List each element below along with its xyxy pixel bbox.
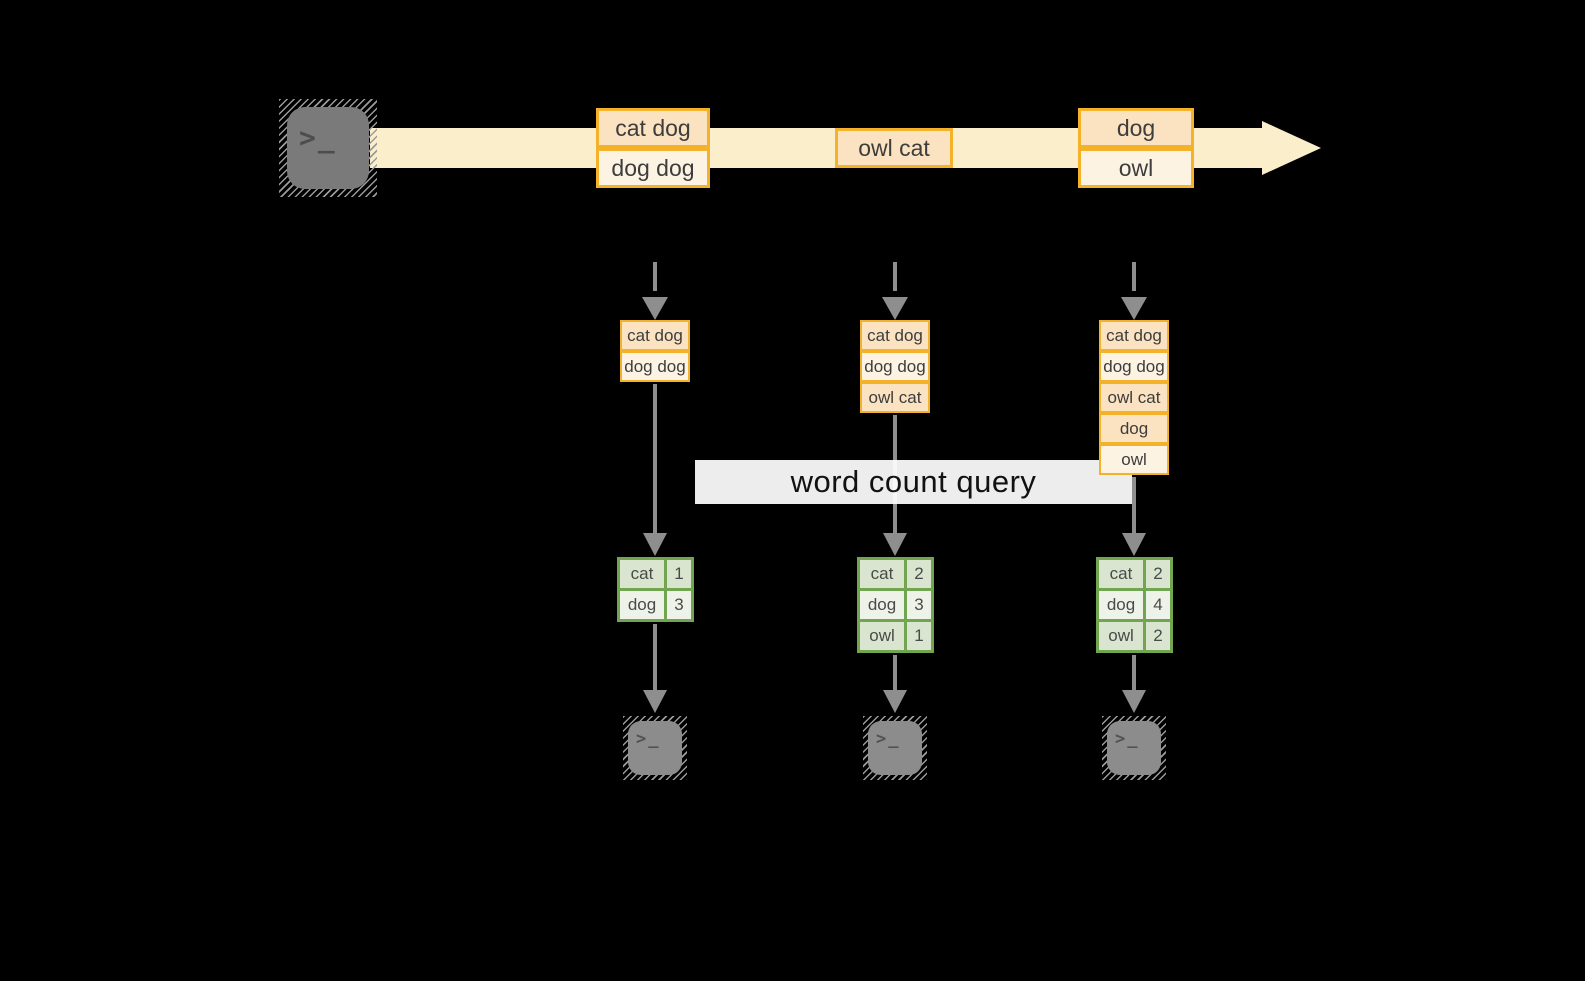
terminal-body (868, 721, 922, 775)
stack-record: owl cat (860, 382, 930, 413)
query-arrow-3 (1122, 477, 1146, 556)
record-stack-3: cat dog dog dog owl cat dog owl (1099, 320, 1169, 475)
count-cell: 3 (667, 591, 691, 619)
terminal-prompt-glyph: >_ (876, 729, 901, 749)
record-stack-1: cat dog dog dog (620, 320, 690, 382)
sink-terminal-icon-1: >_ (623, 716, 687, 780)
stack-record: dog dog (620, 351, 690, 382)
count-cell: 2 (1146, 622, 1170, 650)
word-cell: cat (620, 560, 664, 588)
word-cell: owl (860, 622, 904, 650)
banner-label: word count query (790, 464, 1037, 499)
stack-record: dog (1099, 413, 1169, 444)
ingest-arrow-2 (882, 262, 908, 320)
query-arrow-1 (643, 384, 667, 556)
stack-record: cat dog (620, 320, 690, 351)
word-cell: dog (1099, 591, 1143, 619)
stream-record: cat dog (596, 108, 710, 148)
terminal-prompt-glyph: >_ (299, 121, 337, 154)
record-stack-2: cat dog dog dog owl cat (860, 320, 930, 413)
word-cell: dog (620, 591, 664, 619)
stream-record-batch-3: dog owl (1078, 108, 1194, 188)
terminal-prompt-glyph: >_ (1115, 729, 1140, 749)
stack-record: dog dog (1099, 351, 1169, 382)
stack-record: cat dog (1099, 320, 1169, 351)
stack-record: owl (1099, 444, 1169, 475)
word-cell: owl (1099, 622, 1143, 650)
word-cell: dog (860, 591, 904, 619)
terminal-body (628, 721, 682, 775)
word-count-table-3: cat 2 dog 4 owl 2 (1096, 557, 1173, 653)
stream-record-batch-1: cat dog dog dog (596, 108, 710, 188)
terminal-body (287, 107, 369, 189)
ingest-arrow-1 (642, 262, 668, 320)
terminal-body (1107, 721, 1161, 775)
stream-record: dog dog (596, 148, 710, 188)
count-cell: 2 (1146, 560, 1170, 588)
word-cell: cat (860, 560, 904, 588)
stack-record: owl cat (1099, 382, 1169, 413)
word-count-table-1: cat 1 dog 3 (617, 557, 694, 622)
source-terminal-icon: >_ (279, 99, 377, 197)
result-arrow-1 (643, 624, 667, 713)
count-cell: 2 (907, 560, 931, 588)
stream-record: dog (1078, 108, 1194, 148)
stream-record: owl (1078, 148, 1194, 188)
word-count-query-banner: word count query (695, 460, 1132, 504)
result-arrow-3 (1122, 655, 1146, 713)
sink-terminal-icon-3: >_ (1102, 716, 1166, 780)
count-cell: 3 (907, 591, 931, 619)
count-cell: 4 (1146, 591, 1170, 619)
result-arrow-2 (883, 655, 907, 713)
word-count-table-2: cat 2 dog 3 owl 1 (857, 557, 934, 653)
count-cell: 1 (667, 560, 691, 588)
sink-terminal-icon-2: >_ (863, 716, 927, 780)
stack-record: cat dog (860, 320, 930, 351)
ingest-arrow-3 (1121, 262, 1147, 320)
terminal-prompt-glyph: >_ (636, 729, 661, 749)
stack-record: dog dog (860, 351, 930, 382)
stream-record-batch-2: owl cat (835, 128, 953, 168)
word-cell: cat (1099, 560, 1143, 588)
stream-record: owl cat (835, 128, 953, 168)
count-cell: 1 (907, 622, 931, 650)
